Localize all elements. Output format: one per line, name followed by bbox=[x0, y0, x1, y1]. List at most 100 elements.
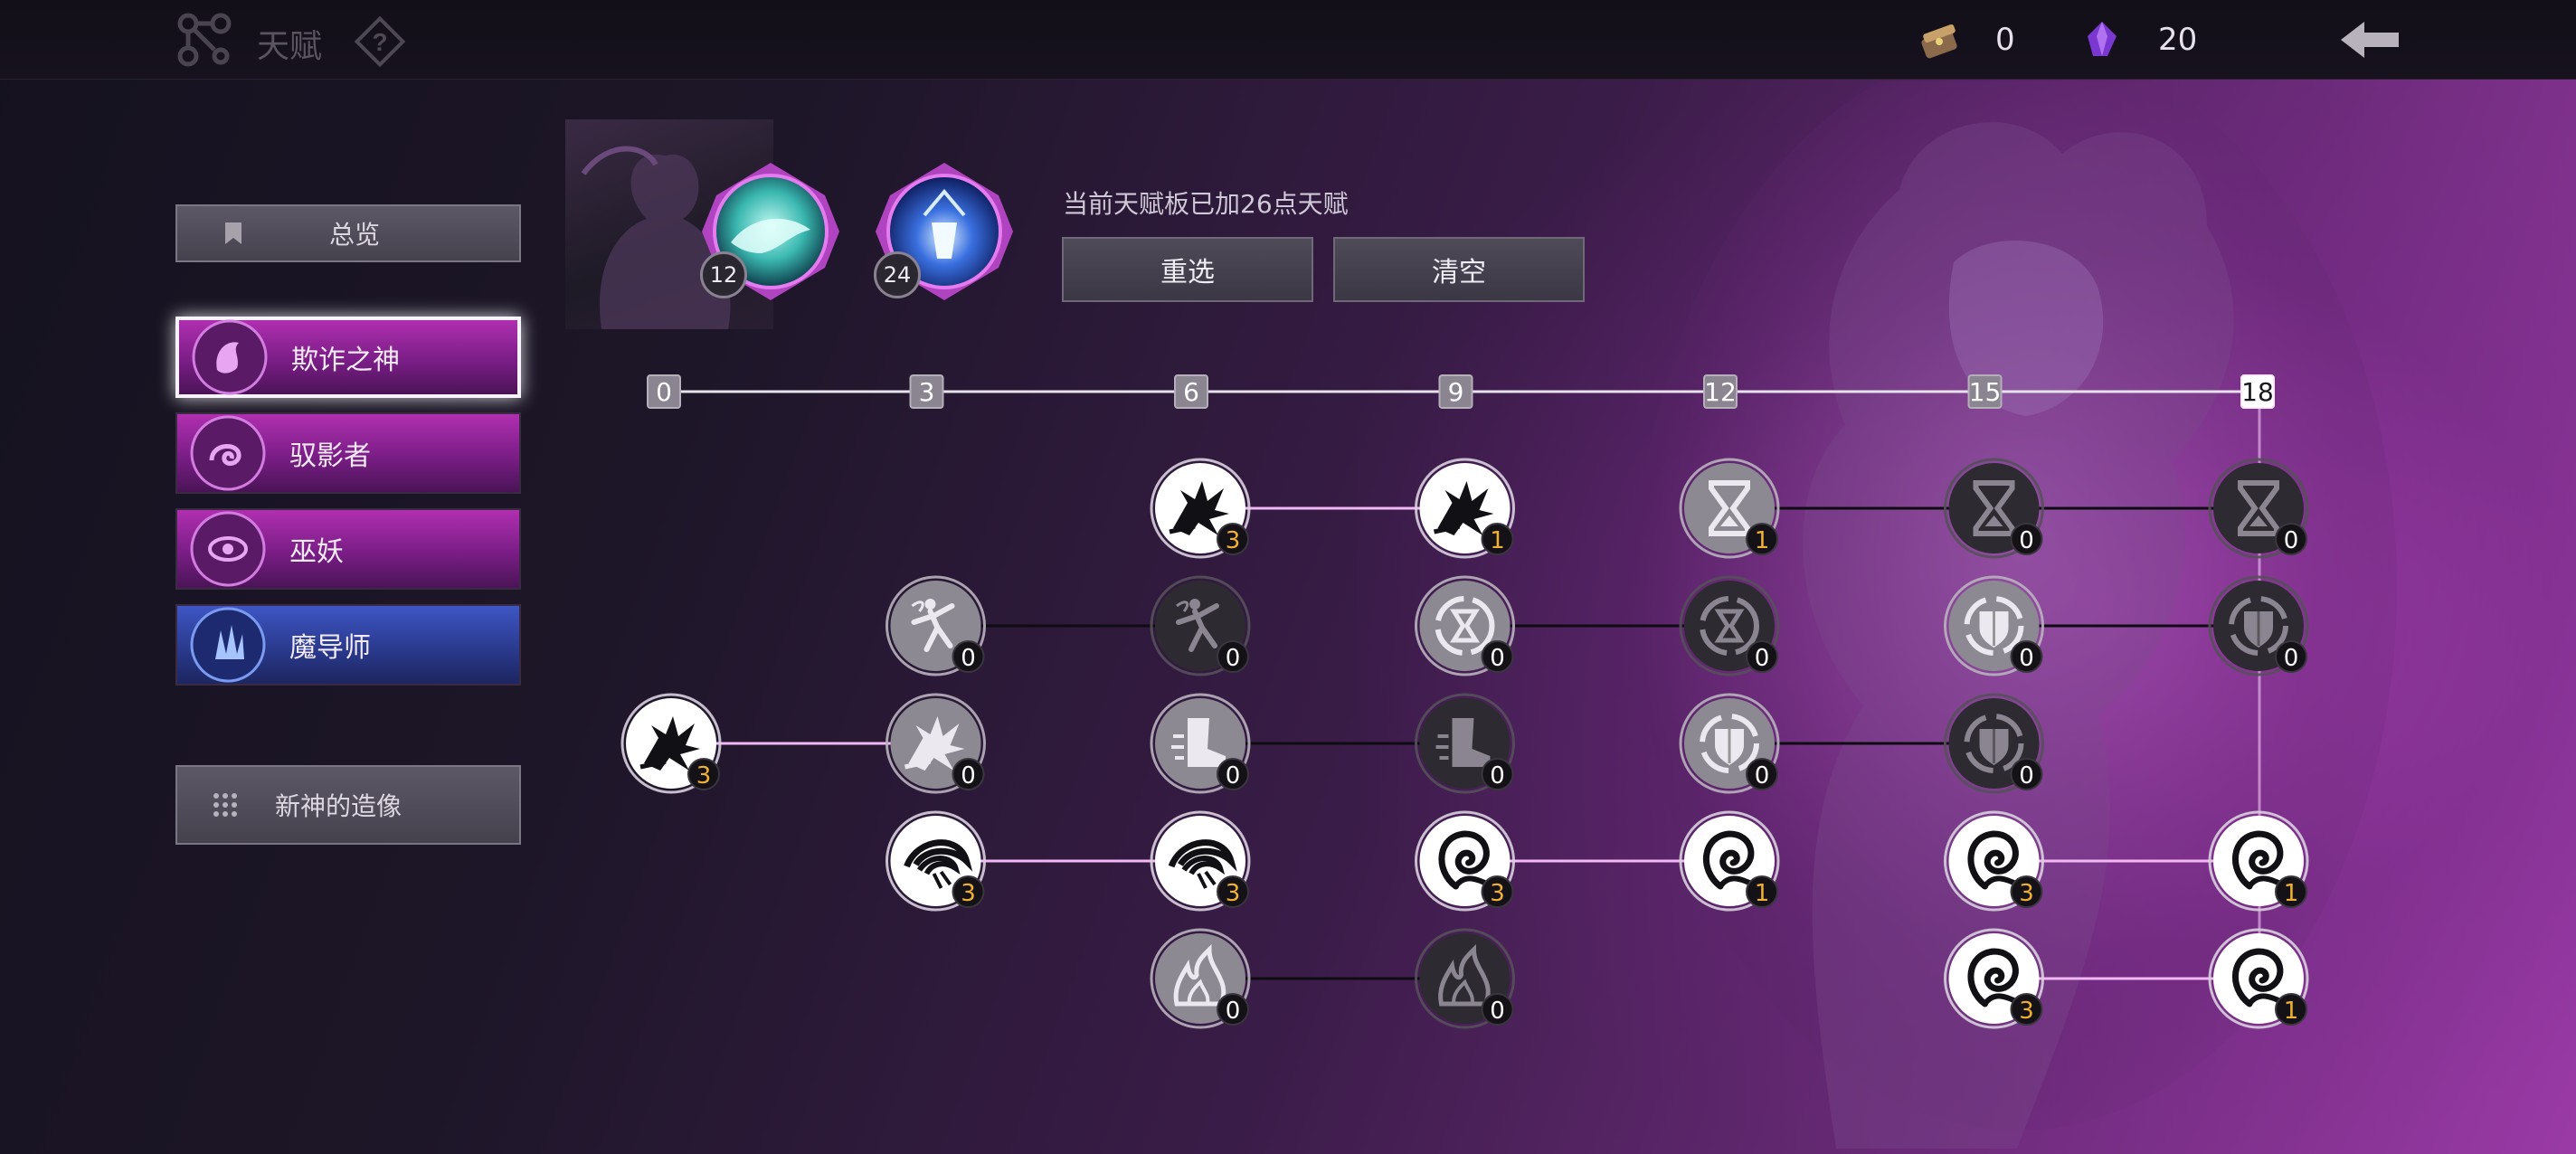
statue-label: 新神的造像 bbox=[275, 791, 402, 821]
shield-ring-icon bbox=[1700, 714, 1759, 773]
talent-node-spiral[interactable]: 1 bbox=[2208, 810, 2309, 912]
talent-count: 0 bbox=[1490, 762, 1505, 790]
talent-count: 3 bbox=[1226, 880, 1241, 907]
talent-count-badge: 3 bbox=[1481, 875, 1514, 908]
talent-count: 1 bbox=[1755, 880, 1770, 907]
talent-node-spiral[interactable]: 1 bbox=[1679, 810, 1780, 912]
talent-count-badge: 0 bbox=[1217, 640, 1249, 673]
talent-node-spiral[interactable]: 3 bbox=[1944, 928, 2044, 1029]
faction-tab-archmage[interactable]: 魔导师 bbox=[175, 604, 521, 686]
talent-node-dancer[interactable]: 0 bbox=[1150, 575, 1251, 676]
talent-count: 1 bbox=[1490, 527, 1505, 554]
talent-node-eye-swirl[interactable]: 3 bbox=[886, 810, 986, 912]
faction-label: 巫妖 bbox=[289, 536, 344, 568]
talent-node-burst[interactable]: 3 bbox=[620, 693, 722, 794]
talent-node-shield-ring[interactable]: 0 bbox=[2208, 575, 2309, 676]
talent-count: 3 bbox=[696, 762, 712, 790]
grid-icon bbox=[213, 793, 237, 817]
shield-ring-icon bbox=[1964, 596, 2024, 656]
talent-count-badge: 3 bbox=[687, 758, 720, 790]
burst-icon bbox=[1433, 481, 1494, 535]
faction-tab-trickster-god[interactable]: 欺诈之神 bbox=[175, 317, 521, 398]
talent-node-spiral[interactable]: 3 bbox=[1944, 810, 2044, 912]
talent-node-flame[interactable]: 0 bbox=[1150, 928, 1251, 1029]
talent-node-burst[interactable]: 3 bbox=[1150, 458, 1251, 559]
top-bar: 天赋 ? 0 20 bbox=[0, 0, 2576, 80]
talent-count-badge: 0 bbox=[1217, 758, 1249, 790]
talent-node-hourglass[interactable]: 1 bbox=[1679, 458, 1780, 559]
chest-icon bbox=[1921, 24, 1957, 59]
talent-count-badge: 0 bbox=[952, 640, 985, 673]
talent-node-hourglass-ring[interactable]: 0 bbox=[1415, 575, 1515, 676]
gem-count: 20 bbox=[2158, 22, 2198, 58]
talent-count: 0 bbox=[1226, 998, 1241, 1025]
talent-count: 1 bbox=[2284, 998, 2299, 1025]
talent-count-badge: 0 bbox=[2010, 758, 2043, 790]
talent-node-dancer[interactable]: 0 bbox=[886, 575, 986, 676]
talent-node-boot[interactable]: 0 bbox=[1415, 693, 1515, 794]
new-god-statue-button[interactable]: 新神的造像 bbox=[175, 765, 521, 845]
tier-label: 0 bbox=[656, 377, 672, 407]
dancer-icon bbox=[911, 599, 955, 652]
tier-marker: 12 bbox=[1703, 374, 1738, 409]
talent-count-badge: 0 bbox=[952, 758, 985, 790]
flame-icon bbox=[1173, 943, 1226, 1007]
orb-count-badge: 12 bbox=[700, 251, 747, 298]
burst-icon bbox=[639, 716, 700, 771]
talent-node-boot[interactable]: 0 bbox=[1150, 693, 1251, 794]
help-icon[interactable]: ? bbox=[353, 14, 407, 69]
talent-count: 3 bbox=[2019, 880, 2034, 907]
talent-node-flame[interactable]: 0 bbox=[1415, 928, 1515, 1029]
svg-text:?: ? bbox=[372, 28, 387, 56]
faction-tab-lich[interactable]: 巫妖 bbox=[175, 508, 521, 590]
talent-node-burst[interactable]: 0 bbox=[886, 693, 986, 794]
clear-button[interactable]: 清空 bbox=[1333, 237, 1585, 302]
faction-label: 驭影者 bbox=[289, 440, 371, 472]
tier-label: 9 bbox=[1448, 377, 1464, 407]
overview-button[interactable]: 总览 bbox=[175, 204, 521, 262]
tier-label: 18 bbox=[2241, 377, 2274, 407]
talent-count-badge: 0 bbox=[1481, 758, 1514, 790]
tier-marker: 0 bbox=[647, 374, 681, 409]
talent-count: 0 bbox=[1490, 998, 1505, 1025]
talent-node-shield-ring[interactable]: 0 bbox=[1679, 693, 1780, 794]
shield-ring-icon bbox=[1964, 714, 2024, 773]
faction-tab-shadow-rider[interactable]: 驭影者 bbox=[175, 412, 521, 494]
tier-label: 15 bbox=[1969, 377, 2002, 407]
talent-count: 0 bbox=[2284, 527, 2299, 554]
talent-count: 1 bbox=[2284, 880, 2299, 907]
talent-count-badge: 0 bbox=[1746, 640, 1778, 673]
faction-label: 欺诈之神 bbox=[291, 345, 400, 376]
talent-node-shield-ring[interactable]: 0 bbox=[1944, 693, 2044, 794]
back-arrow-icon[interactable] bbox=[2334, 16, 2406, 63]
hourglass-ring-icon bbox=[1435, 596, 1495, 656]
talent-count-badge: 1 bbox=[1746, 523, 1778, 555]
talent-count-badge: 1 bbox=[2275, 875, 2307, 908]
talent-node-hourglass-ring[interactable]: 0 bbox=[1679, 575, 1780, 676]
talent-node-burst[interactable]: 1 bbox=[1415, 458, 1515, 559]
talent-node-eye-swirl[interactable]: 3 bbox=[1150, 810, 1251, 912]
flame-icon bbox=[1438, 943, 1491, 1007]
talent-node-shield-ring[interactable]: 0 bbox=[1944, 575, 2044, 676]
orb-count-badge: 24 bbox=[874, 251, 921, 298]
talent-count-badge: 0 bbox=[2275, 523, 2307, 555]
tier-label: 6 bbox=[1183, 377, 1199, 407]
talent-node-spiral[interactable]: 1 bbox=[2208, 928, 2309, 1029]
talent-count: 0 bbox=[1226, 762, 1241, 790]
talent-count-badge: 3 bbox=[1217, 875, 1249, 908]
talent-count: 3 bbox=[2019, 998, 2034, 1025]
talent-count: 3 bbox=[1226, 527, 1241, 554]
talent-node-spiral[interactable]: 3 bbox=[1415, 810, 1515, 912]
talent-node-hourglass[interactable]: 0 bbox=[1944, 458, 2044, 559]
talent-points-info: 当前天赋板已加26点天赋 bbox=[1063, 189, 1349, 219]
tier-label: 12 bbox=[1704, 377, 1737, 407]
talent-count-badge: 0 bbox=[2275, 640, 2307, 673]
eye-swirl-icon bbox=[1168, 839, 1237, 889]
talent-count-badge: 1 bbox=[1481, 523, 1514, 555]
resource-chest: 0 bbox=[1918, 16, 2015, 63]
reset-button[interactable]: 重选 bbox=[1062, 237, 1313, 302]
talent-count: 3 bbox=[1490, 880, 1505, 907]
talent-node-hourglass[interactable]: 0 bbox=[2208, 458, 2309, 559]
talent-count: 0 bbox=[961, 762, 976, 790]
